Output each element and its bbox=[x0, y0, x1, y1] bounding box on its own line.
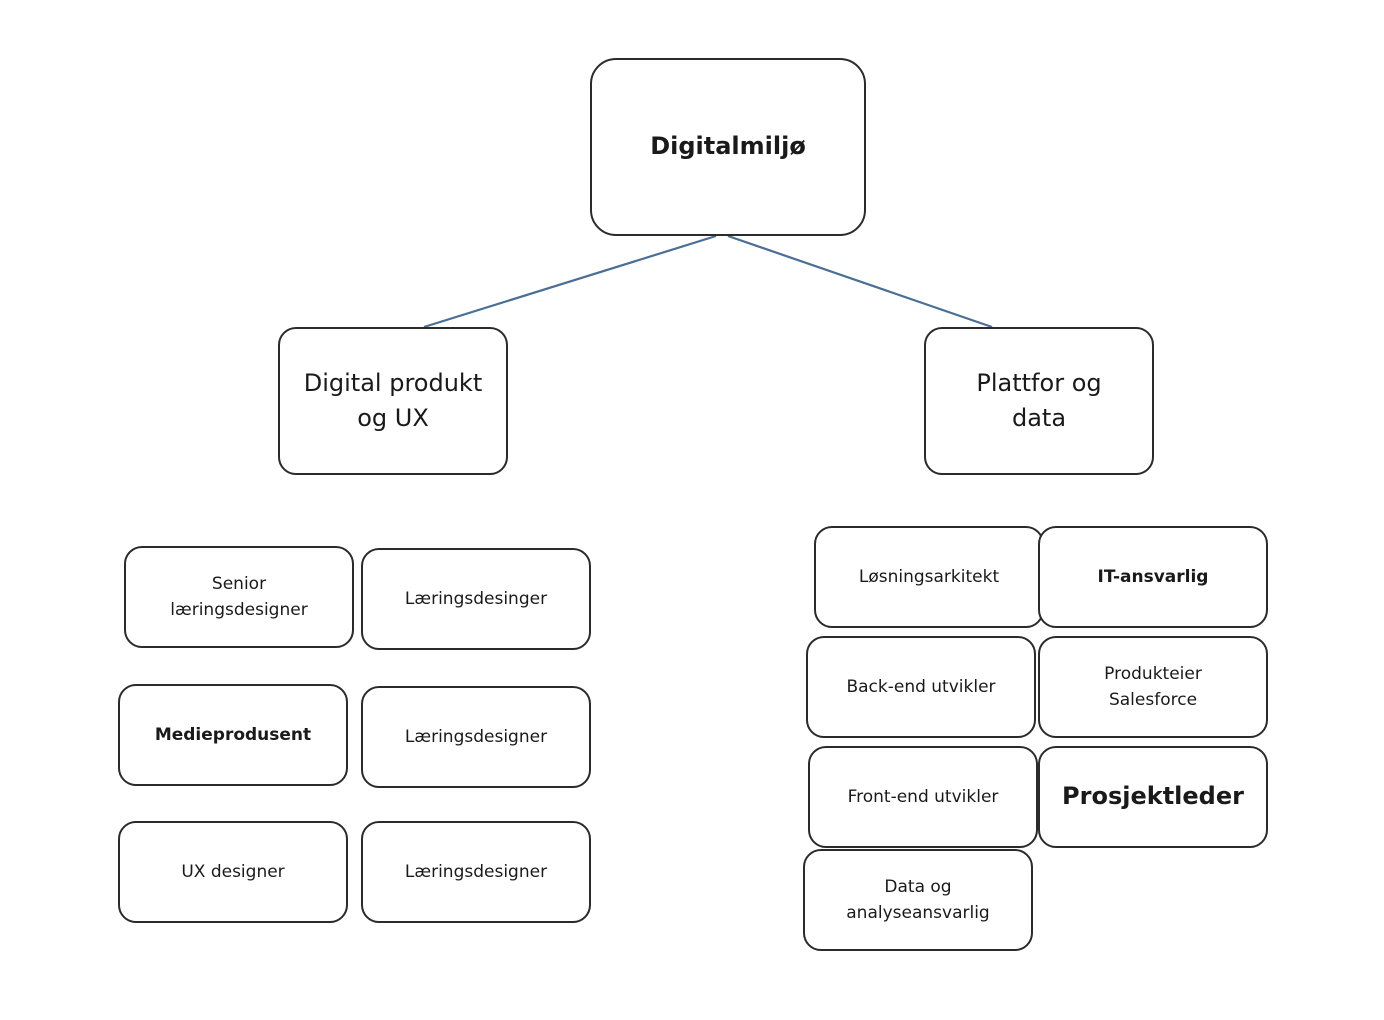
role-back-end-utvikler: Back-end utvikler bbox=[806, 636, 1036, 738]
role-senior-laeringsdesigner: Senior læringsdesigner bbox=[124, 546, 354, 648]
role-it-ansvarlig: IT-ansvarlig bbox=[1038, 526, 1268, 628]
role-label: Back-end utvikler bbox=[846, 676, 996, 697]
role-laeringsdesigner-2: Læringsdesigner bbox=[361, 686, 591, 788]
role-label: Senior læringsdesigner bbox=[170, 573, 308, 620]
role-label: UX designer bbox=[181, 861, 285, 882]
role-ux-designer: UX designer bbox=[118, 821, 348, 923]
role-data-og-analyseansvarlig: Data og analyseansvarlig bbox=[803, 849, 1033, 951]
node-digitalmiljo: Digitalmiljø bbox=[590, 58, 866, 236]
role-produkteier-salesforce: Produkteier Salesforce bbox=[1038, 636, 1268, 738]
role-label: Data og analyseansvarlig bbox=[846, 876, 990, 923]
role-label: Front-end utvikler bbox=[847, 786, 999, 807]
role-label: IT-ansvarlig bbox=[1097, 566, 1209, 587]
connector-root-to-plattfor-data bbox=[727, 234, 993, 329]
connector-root-to-digital-produkt bbox=[423, 234, 717, 329]
node-plattfor-og-data: Plattfor og data bbox=[924, 327, 1154, 475]
role-medieprodusent: Medieprodusent bbox=[118, 684, 348, 786]
node-digital-produkt-og-ux: Digital produkt og UX bbox=[278, 327, 508, 475]
node-label: Digitalmiljø bbox=[650, 132, 806, 161]
node-label: Digital produkt og UX bbox=[303, 369, 483, 432]
role-losningsarkitekt: Løsningsarkitekt bbox=[814, 526, 1044, 628]
role-label: Prosjektleder bbox=[1062, 782, 1244, 811]
role-label: Læringsdesinger bbox=[404, 588, 548, 609]
role-label: Læringsdesigner bbox=[404, 726, 548, 747]
role-label: Læringsdesigner bbox=[404, 861, 548, 882]
role-prosjektleder: Prosjektleder bbox=[1038, 746, 1268, 848]
role-label: Produkteier Salesforce bbox=[1104, 663, 1202, 710]
role-laeringsdesinger: Læringsdesinger bbox=[361, 548, 591, 650]
role-label: Løsningsarkitekt bbox=[858, 566, 1000, 587]
role-laeringsdesigner-3: Læringsdesigner bbox=[361, 821, 591, 923]
role-label: Medieprodusent bbox=[154, 724, 312, 745]
node-label: Plattfor og data bbox=[976, 369, 1102, 432]
role-front-end-utvikler: Front-end utvikler bbox=[808, 746, 1038, 848]
